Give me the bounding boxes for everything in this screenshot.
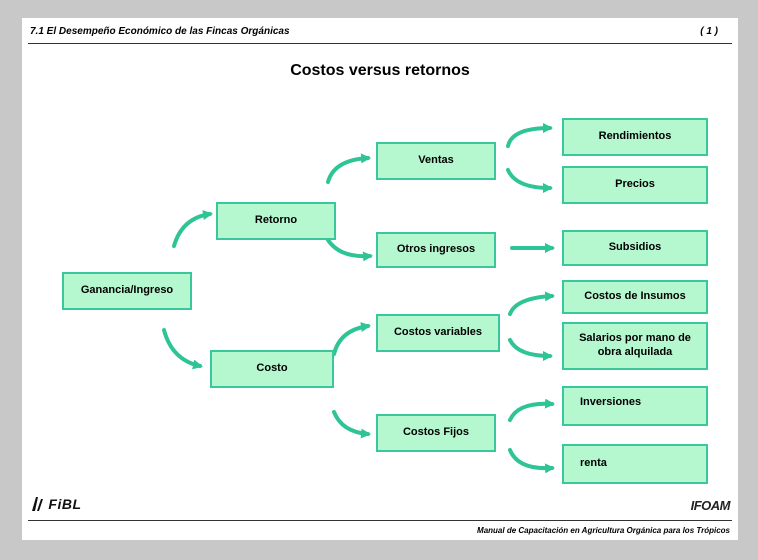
- fibl-leaf-icon: [32, 497, 43, 511]
- arrow-fijos-renta: [508, 448, 555, 474]
- node-salarios: Salarios por mano de obra alquilada: [562, 322, 708, 370]
- arrow-retorno-ventas: [326, 153, 371, 184]
- node-otros-ingresos: Otros ingresos: [376, 232, 496, 268]
- node-ventas: Ventas: [376, 142, 496, 180]
- node-costos-fijos: Costos Fijos: [376, 414, 496, 452]
- arrow-ventas-rendimientos: [506, 123, 553, 148]
- header-divider: [28, 43, 732, 44]
- footer-caption: Manual de Capacitación en Agricultura Or…: [477, 526, 730, 535]
- connector-arrows: [162, 123, 555, 474]
- node-renta: renta: [562, 444, 708, 484]
- node-subsidios: Subsidios: [562, 230, 708, 266]
- node-inversiones: Inversiones: [562, 386, 708, 426]
- arrow-root-costo: [162, 328, 203, 370]
- section-header: 7.1 El Desempeño Económico de las Fincas…: [30, 26, 290, 37]
- node-ganancia-ingreso: Ganancia/Ingreso: [62, 272, 192, 310]
- arrow-costo-variables: [332, 322, 371, 356]
- node-costos-variables: Costos variables: [376, 314, 500, 352]
- node-precios: Precios: [562, 166, 708, 204]
- node-costos-insumos: Costos de Insumos: [562, 280, 708, 314]
- arrow-root-retorno: [172, 210, 213, 248]
- node-costo: Costo: [210, 350, 334, 388]
- node-rendimientos: Rendimientos: [562, 118, 708, 156]
- ifoam-logo: IFOAM: [690, 498, 731, 513]
- footer-divider: [28, 520, 732, 521]
- arrow-variables-insumos: [508, 291, 555, 316]
- arrow-fijos-inversiones: [508, 398, 555, 422]
- arrow-costo-fijos: [332, 410, 371, 439]
- arrow-ventas-precios: [506, 168, 553, 193]
- fibl-logo: FiBL: [30, 496, 82, 512]
- arrow-variables-salarios: [508, 338, 553, 361]
- node-retorno: Retorno: [216, 202, 336, 240]
- arrow-retorno-otros: [326, 238, 373, 262]
- slide: 7.1 El Desempeño Económico de las Fincas…: [22, 18, 738, 540]
- page-number: ( 1 ): [700, 26, 718, 37]
- diagram-title: Costos versus retornos: [290, 62, 470, 79]
